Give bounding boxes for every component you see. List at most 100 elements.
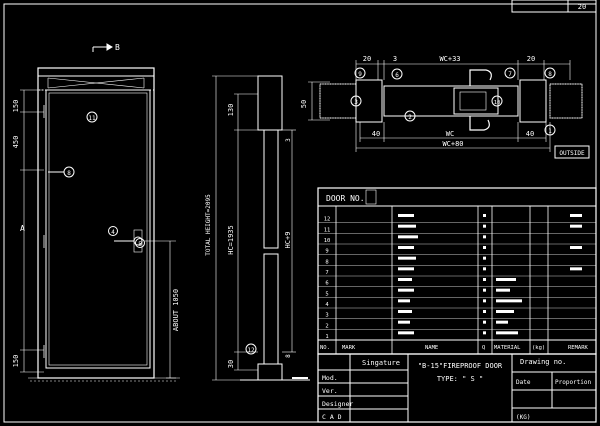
tb-proportion: Proportion [555, 379, 592, 386]
table-row-number: 5 [325, 291, 328, 297]
callout-5 [135, 238, 145, 248]
table-rows: 12 11 10 9 8 7 6 5 4 3 2 1 [318, 214, 596, 341]
plan-callout-6 [391, 68, 403, 80]
table-row-remark-mark [570, 224, 582, 228]
table-row-number: 12 [324, 217, 331, 223]
tb-title-line2: TYPE: " S " [437, 375, 483, 383]
plan-dim-50: 50 [300, 100, 308, 108]
plan-callout-7 [504, 67, 516, 79]
table-row-name-mark [398, 288, 414, 292]
section-dim-hc: HC=1935 [227, 225, 235, 255]
table-row-remark-mark [570, 214, 582, 217]
plan-callout-2 [404, 110, 416, 122]
table-row-number: 10 [324, 238, 331, 244]
section-wall-top [257, 75, 283, 131]
plan-callout-3-label: 3 [354, 99, 358, 106]
plan-lock-body [453, 87, 499, 115]
plan-callout-9 [354, 67, 366, 79]
table-row-name-mark [398, 310, 412, 313]
section-dim-right-bot: 8 [285, 354, 292, 358]
plan-callout-3 [350, 95, 362, 107]
table-row-number: 2 [325, 323, 328, 329]
plan-dim-40-left: 40 [372, 130, 380, 138]
table-row-qty-mark [483, 256, 486, 260]
table-row-material-mark [496, 310, 514, 313]
table-footer-mark: MARK [342, 345, 356, 351]
table-row-qty-mark [483, 246, 486, 249]
front-view: B 150 450 150 A [12, 43, 180, 382]
tb-drawing-no: Drawing no. [520, 358, 566, 366]
callout-12 [245, 343, 257, 355]
tb-cad: C A D [322, 413, 342, 421]
table-row-number: 7 [325, 270, 328, 276]
table-row-remark-mark [570, 246, 582, 249]
section-dim-right-top: 3 [285, 138, 292, 142]
plan-dim-40-right: 40 [526, 130, 534, 138]
table-row-name-mark [398, 331, 414, 335]
table-row-name-mark [398, 267, 414, 271]
tb-mod: Mod. [322, 374, 338, 382]
table-row-qty-mark [483, 331, 486, 335]
callout-8-label: 8 [67, 170, 71, 177]
tb-kg: (KG) [516, 414, 530, 421]
table-row-qty-mark [483, 310, 486, 313]
table-row-qty-mark [483, 278, 486, 281]
table-footer-remark: REMARK [568, 345, 589, 351]
table-row-material-mark [496, 288, 510, 292]
plan-dim-20-left: 20 [363, 55, 371, 63]
plan-callout-1 [544, 124, 556, 136]
table-row-number: 6 [325, 281, 328, 287]
plan-dim-wc: WC [446, 130, 454, 138]
callout-11 [86, 111, 98, 123]
table-row-name-mark [398, 256, 416, 260]
plan-callout-6-label: 6 [395, 72, 399, 79]
plan-callout-10-label: 10 [494, 100, 501, 106]
table-row-material-mark [496, 299, 522, 303]
table-row-number: 9 [325, 249, 328, 255]
table-footer-material: MATERIAL [494, 345, 521, 351]
table-row-name-mark [398, 320, 410, 324]
section-arrow-b [92, 43, 113, 52]
plan-dim-wc80: WC+80 [442, 140, 463, 148]
table-row-material-mark [496, 278, 516, 281]
table-row-qty-mark [483, 214, 486, 217]
section-dim-right-mid: HC+9 [284, 232, 292, 249]
front-dim-top: 150 [12, 100, 20, 113]
title-block [317, 353, 597, 423]
section-dim-top: 130 [227, 104, 235, 117]
table-row-qty-mark [483, 235, 486, 239]
plan-callout-7-label: 7 [508, 71, 512, 78]
plan-callout-9-label: 9 [358, 71, 362, 78]
table-heading: DOOR NO. [326, 194, 365, 203]
table-row-material-mark [496, 331, 518, 335]
table-row-qty-mark [483, 320, 486, 324]
door-handle [114, 229, 143, 253]
door-leaf [45, 89, 151, 369]
callout-8 [48, 166, 75, 178]
table-row-number: 4 [325, 302, 329, 308]
plan-handles [469, 69, 492, 131]
table-row-number: 11 [324, 227, 331, 233]
front-dim-handle: ABOUT 1050 [172, 289, 180, 331]
table-row-name-mark [398, 299, 410, 303]
plan-callout-8-label: 8 [548, 71, 552, 78]
tb-signature: Singature [362, 359, 400, 367]
table-row-remark-mark [570, 267, 582, 271]
plan-callout-8 [544, 67, 556, 79]
table-footer-no: NO. [320, 345, 330, 351]
callout-11-label: 11 [88, 115, 96, 122]
tb-designer: Designer [322, 400, 353, 408]
table-row-name-mark [398, 224, 416, 228]
table-row-number: 8 [325, 259, 328, 265]
table-row-name-mark [398, 235, 418, 239]
table-row-number: 3 [325, 313, 328, 319]
callout-12-label: 12 [247, 347, 255, 354]
plan-callout-10 [491, 95, 503, 107]
table-row-qty-mark [483, 267, 486, 271]
table-row-name-mark [398, 278, 412, 281]
table-row-name-mark [398, 246, 414, 249]
table-row-number: 1 [325, 334, 328, 340]
plan-dim-20-right: 20 [527, 55, 535, 63]
